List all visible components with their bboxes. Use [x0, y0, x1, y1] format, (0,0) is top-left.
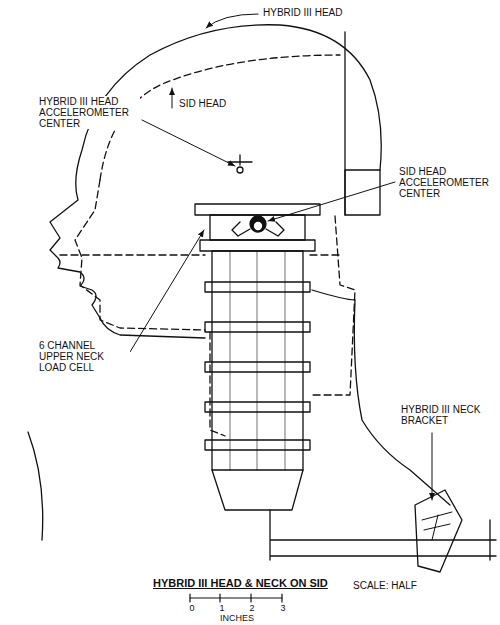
load-cell-plate — [195, 204, 320, 215]
scale-note: SCALE: HALF — [352, 580, 418, 591]
part-label: SID HEAD — [178, 98, 227, 109]
accel-wings — [232, 222, 284, 236]
drawing-title: HYBRID III HEAD & NECK ON SID — [152, 578, 329, 589]
scale-number: 3 — [277, 603, 289, 613]
part-label: 6 CHANNEL UPPER NECK LOAD CELL — [38, 340, 130, 373]
scale-unit: INCHES — [206, 613, 268, 623]
scale-number: 2 — [246, 603, 258, 613]
neck-base — [212, 470, 303, 510]
sid-accelerometer-bolt — [255, 223, 262, 230]
scale-number: 0 — [186, 603, 198, 613]
body-outline — [28, 432, 43, 540]
bracket-bolts — [422, 512, 452, 540]
neck-bracket — [415, 490, 462, 572]
part-label: HYBRID III NECK BRACKET — [400, 404, 497, 426]
shoulder-plate — [270, 510, 496, 560]
leader-lines — [130, 14, 432, 500]
sid-accelerometer — [250, 216, 266, 232]
scale-number: 1 — [216, 603, 228, 613]
neck-back-outline — [312, 290, 450, 505]
neck-top-plate — [200, 240, 315, 251]
scale-bar — [190, 594, 282, 602]
neck-column — [212, 251, 303, 470]
neck-disks — [205, 251, 310, 470]
upper-neck-load-cell — [210, 215, 305, 240]
part-label: SID HEAD ACCELEROMETER CENTER — [398, 166, 495, 199]
part-label: HYBRID III HEAD ACCELEROMETER CENTER — [38, 96, 140, 129]
hybrid-head-outline — [50, 25, 381, 338]
part-label: HYBRID III HEAD — [262, 7, 343, 18]
